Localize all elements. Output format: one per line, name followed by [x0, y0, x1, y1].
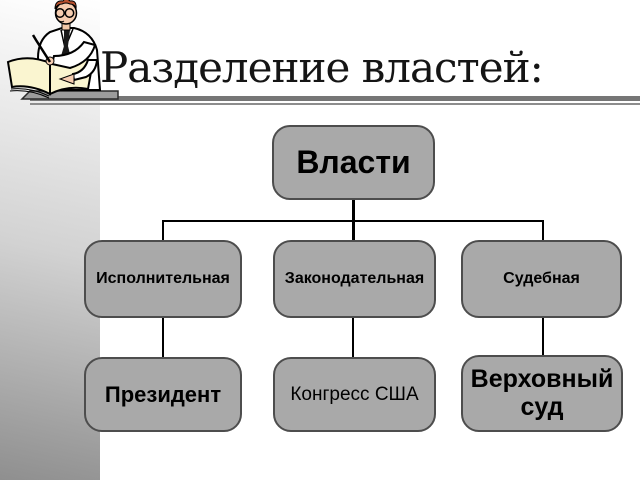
connector-judicial-court [542, 318, 544, 355]
node-president-label: Президент [104, 381, 222, 407]
node-legislative-label: Законодательная [284, 270, 425, 287]
man-writing-in-book-icon [0, 0, 120, 110]
connector-horizontal [162, 220, 544, 222]
title-rule-thin [30, 103, 640, 105]
connector-left-drop [162, 220, 164, 240]
node-executive: Исполнительная [84, 240, 242, 318]
node-executive-label: Исполнительная [96, 270, 230, 287]
node-powers-label: Власти [296, 144, 411, 180]
node-legislative: Законодательная [273, 240, 436, 318]
node-congress-usa-label: Конгресс США [290, 383, 419, 405]
node-judicial-label: Судебная [503, 270, 580, 287]
connector-right-drop [542, 220, 544, 240]
node-supreme-court: Верховный суд [461, 355, 623, 432]
connector-legislative-congress [352, 318, 354, 357]
title-rule-thick [30, 96, 640, 101]
node-judicial: Судебная [461, 240, 622, 318]
slide-title: Разделение властей: [100, 43, 544, 92]
node-supreme-court-label: Верховный суд [470, 365, 614, 421]
connector-executive-president [162, 318, 164, 357]
node-president: Президент [84, 357, 242, 432]
node-powers-root: Власти [272, 125, 435, 200]
node-congress-usa: Конгресс США [273, 357, 436, 432]
